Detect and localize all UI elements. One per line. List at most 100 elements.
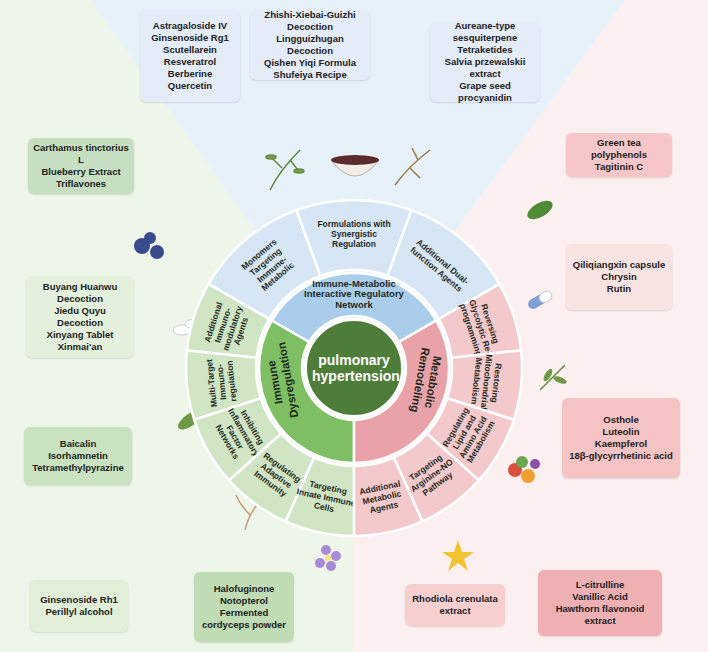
node-text: Luteolin: [603, 426, 640, 438]
compound-box: Carthamus tinctorius LBlueberry ExtractT…: [28, 138, 134, 194]
sector-label: Formulations with Synergistic Regulation: [317, 220, 391, 249]
node-text: L-citrulline: [576, 579, 625, 591]
sector-shape: [179, 193, 529, 543]
node-text: Additional Dual-function Agents: [405, 235, 474, 298]
ring-sector: Reversing Glycolytic Re-programming: [179, 193, 529, 543]
node-text: Hawthorn flavonoid extract: [542, 603, 658, 627]
compound-box: Aureane-type sesquiterpeneTetraketidesSa…: [430, 22, 540, 102]
node-text: Ginsenoside Rg1: [151, 32, 229, 44]
sector-shape: [179, 193, 529, 543]
sector-shape: [179, 193, 529, 543]
twig-icon: [395, 148, 430, 185]
sector-label: Multi-Target Immuno-regulation: [204, 351, 239, 414]
sector-label: Immune-Metabolic Interactive Regulatory …: [289, 278, 419, 311]
blueberry-icon: [134, 232, 164, 259]
sector-label: Inhibiting Inflammatory Factor Networks: [207, 399, 271, 470]
node-text: Kaempferol: [595, 438, 647, 450]
leaf-twig-icon: [540, 365, 568, 390]
ring-sector: Restoring Mitochondrial Metabolism: [179, 193, 529, 543]
ring-sector: Additional Metabolic Agents: [179, 193, 529, 543]
node-text: Regulating Lipid and Amino Acid Metaboli…: [437, 399, 501, 470]
node-text: Regulating Adaptive Immunity: [243, 446, 309, 505]
vegetable-icon: [508, 456, 540, 483]
sector-shape: [179, 193, 529, 543]
sector-path: [447, 350, 522, 419]
ring-sector: Metabolic Remodeling: [179, 193, 529, 543]
sector-label: Metabolic Remodeling: [405, 331, 448, 430]
center-circle: pulmonary hypertension: [304, 318, 404, 418]
node-text: Targeting Arginine-NO Pathway: [399, 446, 465, 505]
sector-path: [272, 273, 437, 342]
node-text: Metabolic Remodeling: [405, 331, 448, 430]
node-text: Monomers Targeting Immune-Metabolic: [228, 227, 310, 304]
network-background: [90, 0, 625, 368]
sector-label: Targeting Arginine-NO Pathway: [399, 446, 465, 505]
node-text: Additional Immuno-modulatory Agents: [200, 292, 256, 361]
node-text: Perillyl alcohol: [45, 606, 112, 618]
node-text: Grape seed procyanidin: [434, 80, 536, 104]
sector-path: [229, 434, 314, 522]
ring-sector: Monomers Targeting Immune-Metabolic: [179, 193, 529, 543]
sector-shape: [179, 193, 529, 543]
sector-label: Additional Metabolic Agents: [349, 478, 414, 519]
compound-box: OstholeLuteolinKaempferol18β-glycyrrheti…: [562, 398, 680, 478]
sector-path: [297, 200, 412, 276]
ring-sector: Additional Immuno-modulatory Agents: [179, 193, 529, 543]
sector-path: [187, 284, 269, 358]
sector-path: [354, 458, 422, 536]
sector-shape: [179, 193, 529, 543]
node-text: Lingguizhugan Decoction: [254, 33, 366, 57]
node-text: Formulations with Synergistic Regulation: [317, 220, 391, 249]
sector-shape: [179, 193, 529, 543]
node-text: Targeting Innate Immune Cells: [294, 478, 359, 519]
node-text: pulmonary hypertension: [312, 352, 396, 384]
sector-shape: [179, 193, 529, 543]
sector-path: [259, 321, 354, 464]
node-text: Resveratrol: [164, 56, 216, 68]
node-text: Triflavones: [56, 178, 106, 190]
node-text: Isorhamnetin: [48, 450, 108, 462]
compound-box: BaicalinIsorhamnetinTetramethylpyrazine: [24, 427, 132, 485]
ring-sector: Targeting Innate Immune Cells: [179, 193, 529, 543]
node-text: Aureane-type sesquiterpene: [434, 20, 536, 44]
node-text: Zhishi-Xiebai-Guizhi Decoction: [254, 9, 366, 33]
node-text: Shufeiya Recipe: [273, 69, 346, 81]
sector-label: Regulating Adaptive Immunity: [243, 446, 309, 505]
node-text: Reversing Glycolytic Re-programming: [457, 294, 503, 360]
sector-label: Targeting Innate Immune Cells: [294, 478, 359, 519]
purple-flower-icon: [315, 545, 341, 571]
sector-path: [354, 321, 449, 464]
compound-box: Ginsenoside Rh1Perillyl alcohol: [30, 580, 128, 632]
sector-shape: [179, 193, 529, 543]
ring-sector: Regulating Adaptive Immunity: [179, 193, 529, 543]
sector-shape: [179, 193, 529, 543]
sector-label: Regulating Lipid and Amino Acid Metaboli…: [437, 399, 501, 470]
sector-shape: [179, 193, 529, 543]
node-text: Scutellarein: [163, 44, 217, 56]
node-text: Qiliqiangxin capsule: [573, 259, 665, 271]
compound-box: Astragaloside IVGinsenoside Rg1Scutellar…: [140, 10, 240, 102]
ring-sector: Multi-Target Immuno-regulation: [179, 193, 529, 543]
capsule-icon: [526, 289, 554, 311]
node-text: Jiedu Quyu Decoction: [30, 305, 130, 329]
node-text: Xinyang Tablet: [47, 329, 114, 341]
node-text: Rutin: [607, 283, 631, 295]
sector-shape: [179, 193, 529, 543]
leaf-icon: [175, 407, 205, 433]
sector-shape: [179, 193, 529, 543]
ring-sector: Regulating Lipid and Amino Acid Metaboli…: [179, 193, 529, 543]
sector-path: [394, 434, 479, 522]
node-text: Salvia przewalskii extract: [434, 56, 536, 80]
compound-box: HalofuginoneNotopterolFermented cordycep…: [194, 572, 294, 642]
node-text: Tetramethylpyrazine: [32, 462, 124, 474]
node-text: Astragaloside IV: [153, 20, 227, 32]
compound-box: Qiliqiangxin capsuleChrysinRutin: [566, 244, 672, 310]
node-text: Xinmai'an: [58, 341, 103, 353]
compound-box: Green tea polyphenolsTagitinin C: [566, 133, 672, 177]
sector-path: [286, 458, 354, 536]
sector-path: [388, 210, 500, 319]
circle-shape: [304, 318, 404, 418]
sector-shape: [179, 193, 529, 543]
sector-label: Additional Immuno-modulatory Agents: [200, 292, 256, 361]
